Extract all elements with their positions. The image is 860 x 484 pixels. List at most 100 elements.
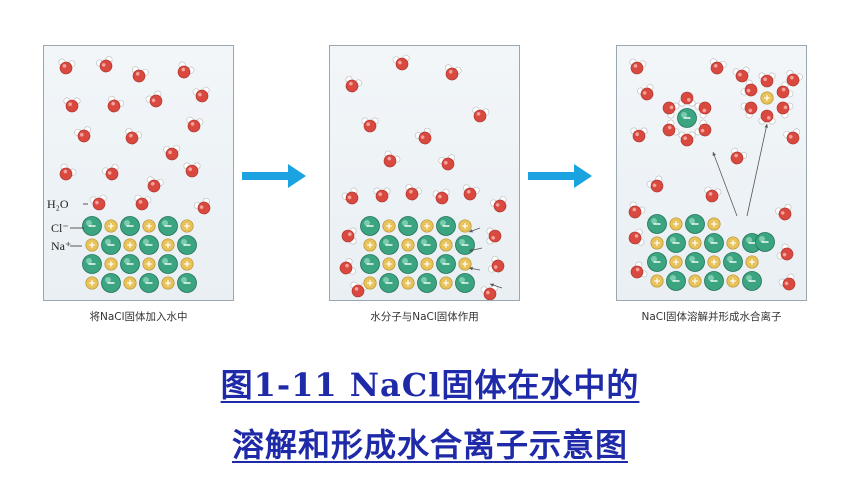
panel-3-caption: NaCl固体溶解并形成水合离子 xyxy=(641,311,782,323)
water-molecule xyxy=(662,101,680,119)
chloride-ion xyxy=(379,273,399,293)
sodium-ion xyxy=(458,257,472,271)
water-molecule xyxy=(58,58,76,75)
sodium-ion xyxy=(382,219,396,233)
chloride-ion xyxy=(360,216,380,236)
chloride-ion xyxy=(666,271,686,291)
water-molecule xyxy=(59,163,77,181)
motion-arrow xyxy=(712,151,738,217)
sodium-ion xyxy=(180,257,194,271)
chloride-ion xyxy=(120,254,140,274)
chloride-ion xyxy=(685,252,705,272)
figure-title-text-2: 溶解和形成水合离子示意图 xyxy=(231,426,628,464)
water-molecule xyxy=(74,126,92,143)
sodium-ion xyxy=(142,219,156,233)
water-molecule xyxy=(107,95,125,113)
water-molecule xyxy=(783,128,801,145)
sodium-ion xyxy=(760,91,774,105)
chloride-ion xyxy=(139,273,159,293)
motion-arrow xyxy=(489,283,503,289)
figure-title-text-1: 图1-11 NaCl固体在水中的 xyxy=(220,366,640,404)
water-molecule xyxy=(131,66,149,83)
water-molecule xyxy=(776,81,794,99)
water-molecule xyxy=(488,256,505,273)
arrow-right-icon xyxy=(528,164,592,188)
sodium-ion xyxy=(180,219,194,233)
sodium-ion xyxy=(458,219,472,233)
water-molecule xyxy=(662,119,680,137)
chloride-ion xyxy=(398,254,418,274)
water-molecule xyxy=(462,184,480,201)
sodium-ion xyxy=(688,236,702,250)
water-molecule xyxy=(339,258,356,275)
chloride-ion xyxy=(742,271,762,291)
sodium-ion xyxy=(669,217,683,231)
chloride-ion xyxy=(158,254,178,274)
sodium-ion xyxy=(745,255,759,269)
water-molecule xyxy=(740,79,758,97)
figure-title-line-1: 图1-11 NaCl固体在水中的 xyxy=(0,360,860,406)
water-molecule xyxy=(341,227,357,245)
sodium-ion xyxy=(363,276,377,290)
chloride-ion xyxy=(398,216,418,236)
water-molecule xyxy=(704,186,722,203)
sodium-ion xyxy=(669,255,683,269)
sodium-ion xyxy=(382,257,396,271)
water-molecule xyxy=(193,197,211,215)
chloride-ion xyxy=(417,273,437,293)
chloride-ion xyxy=(455,273,475,293)
water-molecule xyxy=(341,187,359,205)
chloride-ion xyxy=(82,254,102,274)
water-molecule xyxy=(628,201,646,219)
water-molecule xyxy=(740,101,758,119)
chloride-ion xyxy=(120,216,140,236)
water-molecule xyxy=(778,273,796,291)
water-molecule xyxy=(776,101,794,119)
water-molecule xyxy=(183,162,201,178)
sodium-ion xyxy=(123,276,137,290)
motion-arrow xyxy=(468,266,481,271)
chloride-ion xyxy=(417,235,437,255)
sodium-ion xyxy=(707,217,721,231)
sodium-ion xyxy=(650,236,664,250)
water-molecule xyxy=(630,127,648,143)
sodium-ion xyxy=(161,238,175,252)
sodium-ion xyxy=(104,219,118,233)
water-molecule xyxy=(694,119,712,137)
water-molecule xyxy=(758,72,776,88)
water-molecule xyxy=(373,187,391,203)
water-molecule xyxy=(786,70,803,87)
water-molecule xyxy=(732,66,750,83)
water-molecule xyxy=(629,58,647,75)
water-molecule xyxy=(89,194,107,211)
water-molecule xyxy=(490,196,507,213)
panel-add-nacl: H₂O Cl⁻ Na⁺ xyxy=(43,45,234,301)
figure-title-line-2: 溶解和形成水合离子示意图 xyxy=(0,420,860,466)
water-molecule xyxy=(646,175,664,193)
water-molecule xyxy=(145,90,163,108)
sodium-ion xyxy=(142,257,156,271)
water-molecule xyxy=(630,261,648,279)
panel-hydrated-ions xyxy=(616,45,807,301)
water-molecule xyxy=(758,109,776,125)
panel-water-interaction xyxy=(329,45,520,301)
sodium-ion xyxy=(401,276,415,290)
label-water: H₂O xyxy=(47,197,69,211)
sodium-ion xyxy=(161,276,175,290)
sodium-ion xyxy=(707,255,721,269)
water-molecule xyxy=(392,54,410,71)
chloride-ion xyxy=(704,233,724,253)
chloride-ion xyxy=(704,271,724,291)
chloride-ion xyxy=(723,252,743,272)
chloride-ion xyxy=(139,235,159,255)
sodium-ion xyxy=(420,219,434,233)
sodium-ion xyxy=(85,276,99,290)
sodium-ion xyxy=(726,236,740,250)
water-molecule xyxy=(678,131,696,147)
label-chloride: Cl⁻ xyxy=(51,221,69,235)
water-molecule xyxy=(125,128,142,145)
chloride-ion xyxy=(677,108,697,128)
water-molecule xyxy=(361,117,379,133)
water-molecule xyxy=(776,243,794,261)
chloride-ion xyxy=(101,273,121,293)
